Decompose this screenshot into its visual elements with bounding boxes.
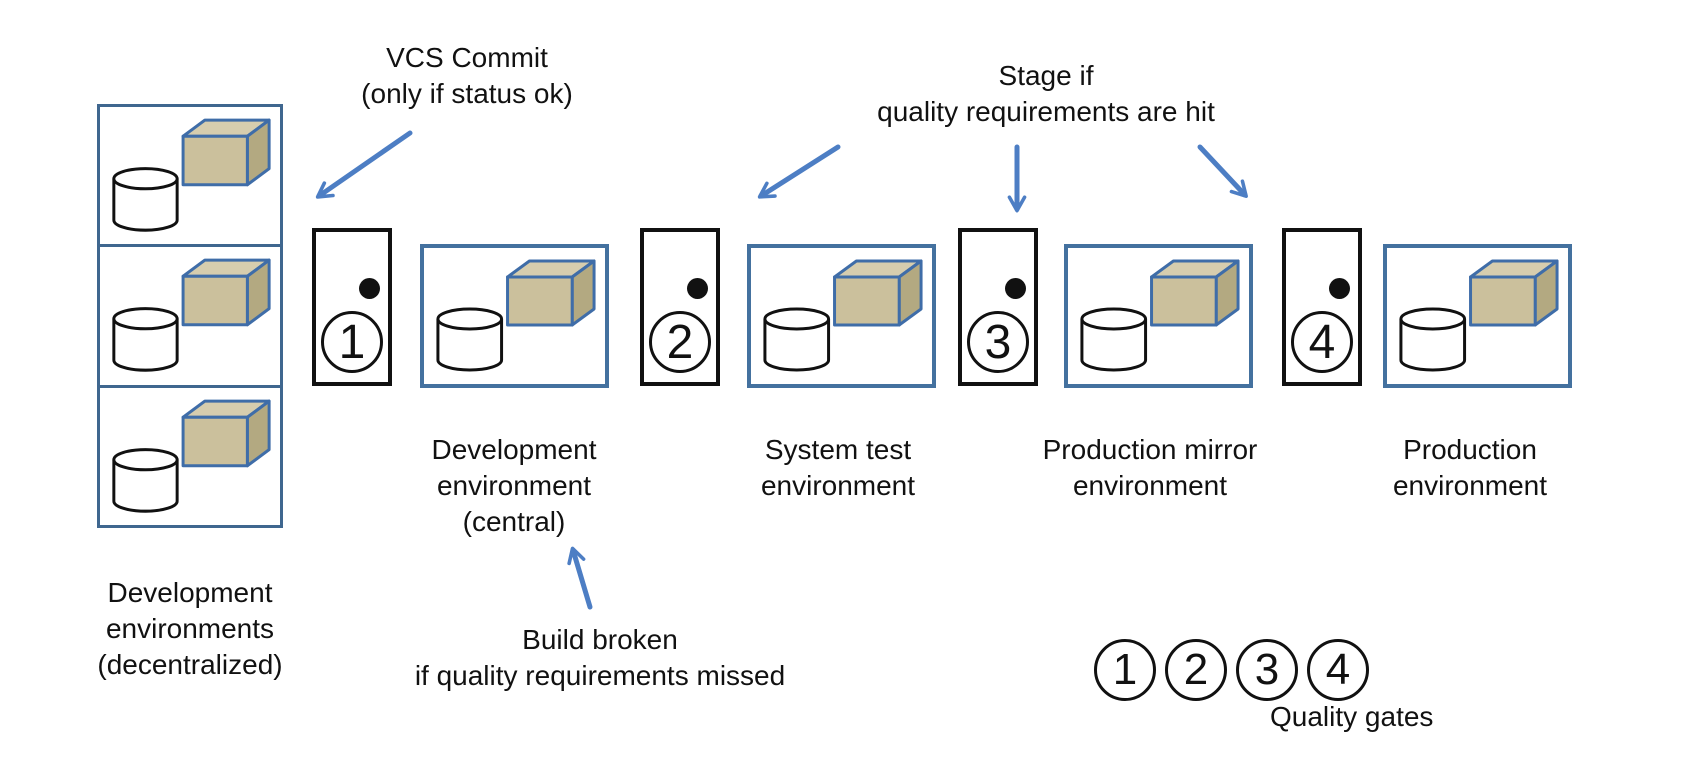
- stage-arrow-left: [757, 144, 841, 199]
- dev-stack-cell: [97, 384, 283, 528]
- gate-number: 1: [338, 315, 366, 369]
- env-label-line: environment: [436, 470, 592, 501]
- env-label-line: (central): [462, 506, 566, 537]
- env-label-line: Development: [431, 434, 597, 465]
- database-and-package-icon: [112, 399, 271, 513]
- quality-gates-legend: 1 2 3 4: [1094, 639, 1369, 701]
- database-and-package-icon: [436, 259, 596, 372]
- legend-gate-number: 4: [1325, 645, 1351, 694]
- legend-gate-number: 2: [1183, 645, 1209, 694]
- legend-gate-number: 1: [1112, 645, 1138, 694]
- stage-note: Stage if quality requirements are hit: [846, 58, 1246, 130]
- env-box-production: [1383, 244, 1572, 388]
- gate-number-badge: 3: [967, 311, 1029, 373]
- build-broken-note-line2: if quality requirements missed: [414, 660, 786, 691]
- gate-status-dot-icon: [1005, 278, 1026, 299]
- gate-number-badge: 1: [321, 311, 383, 373]
- dev-stack-label: Development environments (decentralized): [40, 575, 340, 683]
- vcs-commit-note: VCS Commit (only if status ok): [317, 40, 617, 112]
- gate-number: 2: [666, 315, 694, 369]
- env-label-line: Production: [1403, 434, 1537, 465]
- env-box-development-central: [420, 244, 609, 388]
- build-broken-note: Build broken if quality requirements mis…: [400, 622, 800, 694]
- env-label-line: System test: [764, 434, 912, 465]
- env-label-line: environment: [1072, 470, 1228, 501]
- env-label-line: environment: [760, 470, 916, 501]
- quality-gate-4: 4: [1282, 228, 1362, 386]
- legend-gate-badge: 3: [1236, 639, 1298, 701]
- dev-stack-cell: [97, 104, 283, 248]
- env-label-production: Production environment: [1320, 432, 1620, 504]
- gate-number-badge: 4: [1291, 311, 1353, 373]
- gate-status-dot-icon: [687, 278, 708, 299]
- env-label-line: Production mirror: [1042, 434, 1258, 465]
- build-broken-note-line1: Build broken: [522, 624, 678, 655]
- stage-note-line1: Stage if: [998, 60, 1094, 91]
- stage-note-line2: quality requirements are hit: [877, 96, 1215, 127]
- build-broken-arrow: [567, 546, 593, 610]
- env-box-system-test: [747, 244, 936, 388]
- stage-arrow-right: [1197, 144, 1248, 199]
- env-label-system-test: System test environment: [688, 432, 988, 504]
- gate-number-badge: 2: [649, 311, 711, 373]
- database-and-package-icon: [1080, 259, 1240, 372]
- gate-status-dot-icon: [359, 278, 380, 299]
- database-and-package-icon: [763, 259, 923, 372]
- legend-gate-badge: 2: [1165, 639, 1227, 701]
- dev-stack-label-line: (decentralized): [97, 649, 283, 680]
- env-label-line: environment: [1392, 470, 1548, 501]
- dev-stack: [97, 104, 283, 528]
- env-label-production-mirror: Production mirror environment: [1000, 432, 1300, 504]
- env-box-production-mirror: [1064, 244, 1253, 388]
- env-label-development-central: Development environment (central): [364, 432, 664, 540]
- legend-gate-badge: 1: [1094, 639, 1156, 701]
- quality-gates-legend-label: Quality gates: [1270, 701, 1434, 732]
- quality-gate-1: 1: [312, 228, 392, 386]
- database-and-package-icon: [112, 258, 271, 373]
- quality-gate-3: 3: [958, 228, 1038, 386]
- gate-number: 4: [1308, 315, 1336, 369]
- legend-gate-number: 3: [1254, 645, 1280, 694]
- dev-stack-label-line: Development: [107, 577, 273, 608]
- legend-gate-badge: 4: [1307, 639, 1369, 701]
- gate-status-dot-icon: [1329, 278, 1350, 299]
- gate-number: 3: [984, 315, 1012, 369]
- quality-gate-2: 2: [640, 228, 720, 386]
- database-and-package-icon: [112, 118, 271, 232]
- database-and-package-icon: [1399, 259, 1559, 372]
- vcs-commit-arrow: [315, 130, 413, 199]
- dev-stack-label-line: environments: [105, 613, 275, 644]
- vcs-commit-note-line2: (only if status ok): [361, 78, 573, 109]
- dev-stack-cell: [97, 244, 283, 388]
- vcs-commit-note-line1: VCS Commit: [386, 42, 548, 73]
